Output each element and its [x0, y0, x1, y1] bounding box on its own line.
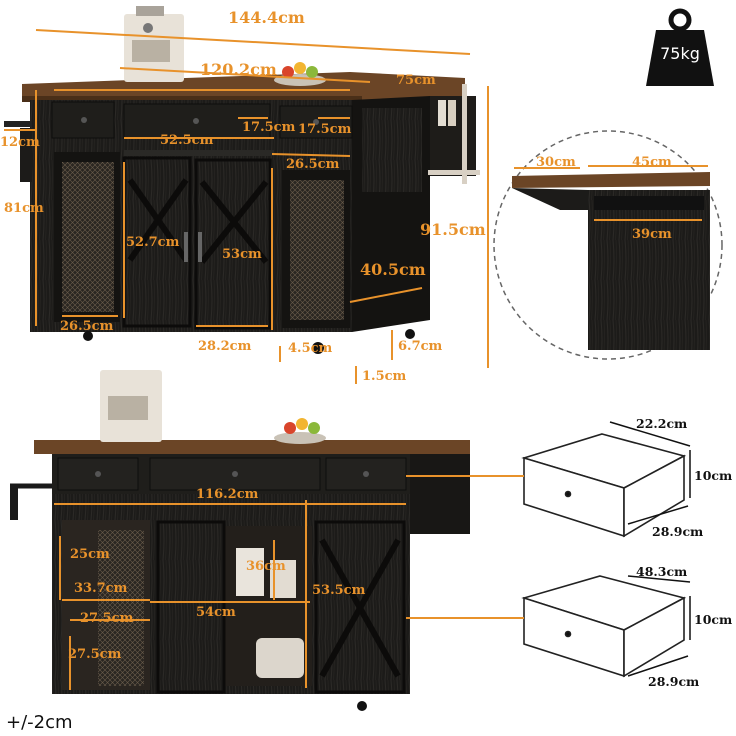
dimension-lines [4, 29, 708, 690]
dim-shelf-height-2: 33.7cm [74, 581, 128, 596]
drawer-small-illustration [521, 433, 687, 538]
dim-right-height: 53.5cm [312, 583, 366, 598]
dim-total-height: 91.5cm [420, 220, 486, 239]
dim-flap: 30cm [536, 155, 576, 170]
dim-barn-door-height-right: 53cm [222, 247, 262, 262]
dim-body-depth: 39cm [632, 227, 672, 242]
dim-center-height: 36cm [246, 559, 286, 574]
dim-side-hook: 12cm [0, 135, 40, 150]
drawer-large-height: 10cm [694, 612, 733, 627]
drawer-small-depth: 28.9cm [652, 524, 704, 539]
dim-inner-width: 116.2cm [196, 487, 259, 502]
front-cabinet [10, 370, 470, 711]
weight-label: 75kg [660, 44, 700, 63]
dim-drawer-small-1: 17.5cm [242, 120, 296, 135]
dim-barn-doors-width: 28.2cm [198, 339, 252, 354]
mesh-door-left [62, 162, 114, 312]
dim-wheel-gap: 4.5cm [288, 341, 333, 356]
dim-barn-door-height-left: 52.7cm [126, 235, 180, 250]
dim-shelf-height-3: 27.5cm [68, 647, 122, 662]
drawer-large-depth: 28.9cm [648, 674, 700, 689]
weight-badge: 75kg [646, 6, 714, 86]
dim-total-width: 144.4cm [228, 8, 305, 27]
wood-countertop [22, 72, 465, 100]
top-cabinet [4, 6, 480, 354]
dim-shelf-height-1: 25cm [70, 547, 110, 562]
weight-icon [646, 8, 714, 86]
barn-doors [122, 150, 274, 330]
drawer-small-width: 22.2cm [636, 416, 688, 431]
dim-shelf-width-1: 27.5cm [80, 611, 134, 626]
coffee-machine [124, 6, 184, 82]
drawer-large-illustration [521, 575, 687, 678]
dim-drawer-large: 52.5cm [160, 133, 214, 148]
dim-side-depth: 40.5cm [360, 260, 426, 279]
dim-center-width: 54cm [196, 605, 236, 620]
dim-drawer-small-2: 17.5cm [298, 122, 352, 137]
tolerance-note: +/-2cm [6, 712, 73, 733]
detail-circle [493, 130, 723, 360]
dim-base-height: 6.7cm [398, 339, 443, 354]
drawer-large-width: 48.3cm [636, 564, 688, 579]
dim-depth: 75cm [396, 73, 436, 88]
dim-top-width: 120.2cm [200, 60, 277, 79]
dim-door-left-width: 26.5cm [60, 319, 114, 334]
dim-top-depth: 45cm [632, 155, 672, 170]
mesh-door-right [290, 180, 344, 320]
dim-body-height: 81cm [4, 201, 44, 216]
dim-floor-gap: 1.5cm [362, 369, 407, 384]
dim-drawer-right: 26.5cm [286, 157, 340, 172]
drawer-dimension-lines [609, 421, 691, 677]
wood-countertop-front [34, 440, 470, 454]
drawer-small-height: 10cm [694, 468, 733, 483]
